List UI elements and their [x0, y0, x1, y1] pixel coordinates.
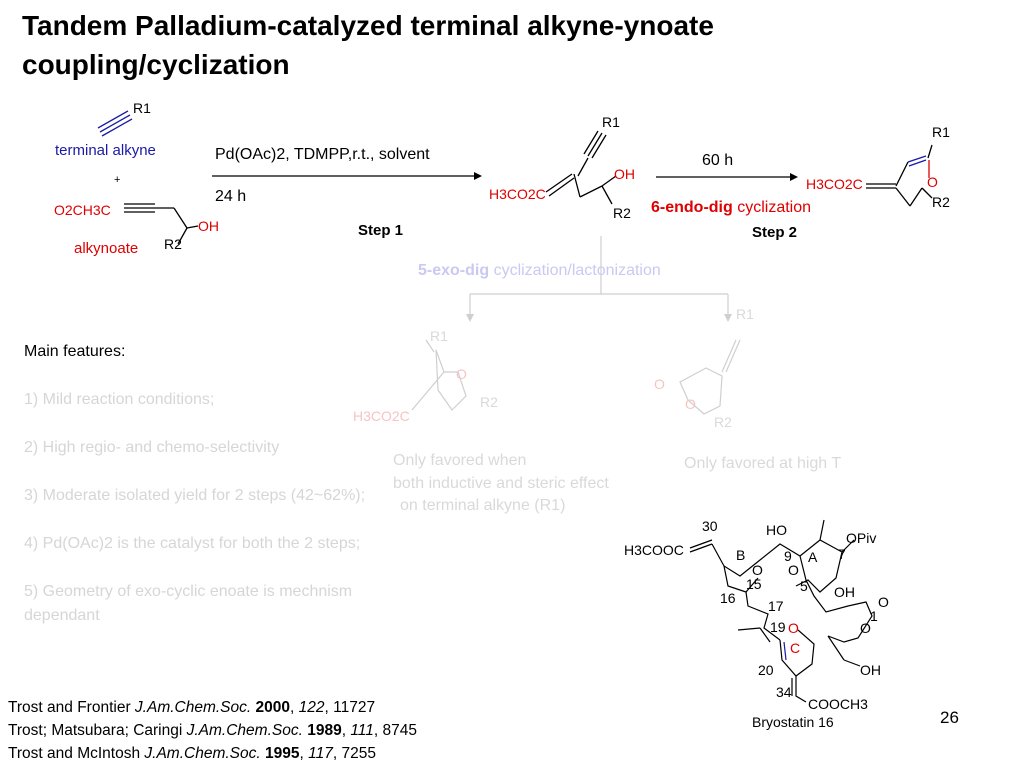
bryostatin-skeleton: [689, 519, 873, 703]
bryostatin-label: B: [736, 547, 746, 563]
side-right-note: Only favored at high T: [684, 455, 842, 472]
bryostatin-name: Bryostatin 16: [752, 714, 834, 730]
step1-conditions-top: Pd(OAc)2, TDMPP,r.t., solvent: [215, 146, 430, 163]
side-left-ester: H3CO2C: [353, 408, 410, 424]
bryostatin-label: A: [808, 549, 818, 565]
bryostatin-label: O: [788, 562, 799, 578]
side-right-o2: O: [685, 396, 696, 412]
ref1-journal: J.Am.Chem.Soc.: [134, 699, 252, 716]
ref3-authors: Trost and McIntosh: [8, 745, 145, 762]
bryostatin-label: COOCH3: [808, 696, 868, 712]
ref1-year: 2000: [255, 699, 290, 716]
product-o-label: O: [927, 174, 938, 190]
alkyne-r1-text: R1: [133, 100, 151, 116]
bryostatin-label: O: [752, 562, 763, 578]
ref1-authors: Trost and Frontier: [8, 699, 135, 716]
bryostatin-label: O: [860, 620, 871, 636]
step2-conditions-top: 60 h: [702, 152, 734, 169]
bryostatin-label: 30: [702, 518, 718, 534]
intermediate-oh-label: OH: [614, 166, 635, 182]
alkynoate-label: alkynoate: [74, 240, 139, 257]
ref2-authors: Trost; Matsubara; Caringi: [8, 722, 187, 739]
side-path-label: 5-exo-dig cyclization/lactonization: [418, 262, 661, 280]
side-right-o1: O: [654, 376, 665, 392]
step2-label: Step 2: [752, 224, 798, 241]
bryostatin-label: 16: [720, 590, 736, 606]
alkynoate-bonds: [124, 203, 199, 245]
feature-item-3: 3) Moderate isolated yield for 2 steps (…: [24, 487, 366, 504]
side-left-note-1: Only favored when: [393, 452, 527, 469]
side-left-note-3: on terminal alkyne (R1): [400, 497, 566, 514]
side-left-r2: R2: [480, 394, 498, 410]
ref3-page: 7255: [341, 745, 376, 762]
side-left-r1: R1: [430, 328, 448, 344]
feature-item-2: 2) High regio- and chemo-selectivity: [24, 439, 280, 456]
bryostatin-label: H3COOC: [624, 542, 684, 558]
ref2-page: 8745: [382, 722, 417, 739]
product-ester-label: H3CO2C: [806, 176, 863, 192]
bryostatin-label: O: [788, 620, 799, 636]
reference-1: Trost and Frontier J.Am.Chem.Soc. 2000, …: [8, 699, 376, 716]
step1-label: Step 1: [358, 222, 404, 239]
side-left-note-2: both inductive and steric effect: [393, 475, 609, 492]
bryostatin-label: OPiv: [846, 530, 877, 546]
page-number: 26: [940, 708, 959, 727]
product-r2-label: R2: [932, 194, 950, 210]
feature-item-4: 4) Pd(OAc)2 is the catalyst for both the…: [24, 535, 361, 552]
bryostatin-label: 17: [768, 598, 784, 614]
main-features: Main features: 1) Mild reaction conditio…: [24, 340, 394, 628]
ref3-journal: J.Am.Chem.Soc.: [144, 745, 261, 762]
bryostatin-label: 9: [784, 548, 792, 564]
references: Trost and Frontier J.Am.Chem.Soc. 2000, …: [8, 696, 417, 765]
slide-title: Tandem Palladium-catalyzed terminal alky…: [22, 10, 714, 80]
step2-rest: cyclization: [732, 199, 812, 216]
alkynoate-r2-label: R2: [164, 236, 182, 252]
bryostatin-label: 19: [770, 619, 786, 635]
intermediate-r1-label: R1: [602, 114, 620, 130]
bryostatin-label: O: [878, 594, 889, 610]
step2-cyclization-label: 6-endo-dig cyclization: [651, 199, 811, 217]
feature-item-1: 1) Mild reaction conditions;: [24, 391, 215, 408]
alkynoate-oh-label: OH: [198, 218, 219, 234]
reference-3: Trost and McIntosh J.Am.Chem.Soc. 1995, …: [8, 745, 376, 762]
ref3-year: 1995: [265, 745, 300, 762]
side-path-highlight: 5-exo-dig: [418, 262, 490, 279]
bryostatin-label: 1: [870, 608, 878, 624]
product-r1-label: R1: [932, 124, 950, 140]
bryostatin-label: 20: [758, 662, 774, 678]
ref2-journal: J.Am.Chem.Soc.: [186, 722, 303, 739]
side-path-rest: cyclization/lactonization: [489, 262, 661, 279]
ref3-vol: 117: [308, 745, 333, 762]
features-heading: Main features:: [24, 343, 126, 360]
intermediate-ester-label: H3CO2C: [489, 186, 546, 202]
bryostatin-label: 15: [746, 576, 762, 592]
intermediate-r2-label: R2: [613, 205, 631, 221]
bryostatin-label: 34: [776, 684, 792, 700]
alkyne-bond: [97, 110, 133, 137]
step2-highlight: 6-endo-dig: [651, 199, 733, 216]
alkynoate-ester-label: O2CH3C: [54, 202, 111, 218]
side-left-o: O: [456, 366, 467, 382]
terminal-alkyne-label: terminal alkyne: [55, 142, 156, 159]
alkyne-r1-label: R1: [133, 100, 151, 116]
feature-item-5: 5) Geometry of exo-cyclic enoate is mech…: [24, 583, 353, 624]
reference-2: Trost; Matsubara; Caringi J.Am.Chem.Soc.…: [8, 722, 417, 739]
product-bonds: [866, 144, 933, 207]
bryostatin-label: C: [790, 640, 801, 656]
bryostatin-label: 5: [800, 578, 808, 594]
bryostatin-label: 7: [838, 546, 846, 562]
plus-sign: +: [114, 174, 121, 186]
step1-conditions-bottom: 24 h: [215, 188, 247, 205]
side-right-r1: R1: [736, 306, 754, 322]
intermediate-bonds: [545, 130, 617, 205]
ref2-vol: 111: [350, 722, 374, 739]
bryostatin-label: OH: [834, 584, 855, 600]
ref1-page: 11727: [333, 699, 376, 716]
side-right-r2: R2: [714, 414, 732, 430]
bryostatin-label: OH: [860, 662, 881, 678]
ref1-vol: 122: [298, 699, 325, 716]
ref2-year: 1989: [307, 722, 342, 739]
bryostatin-label: HO: [766, 522, 787, 538]
